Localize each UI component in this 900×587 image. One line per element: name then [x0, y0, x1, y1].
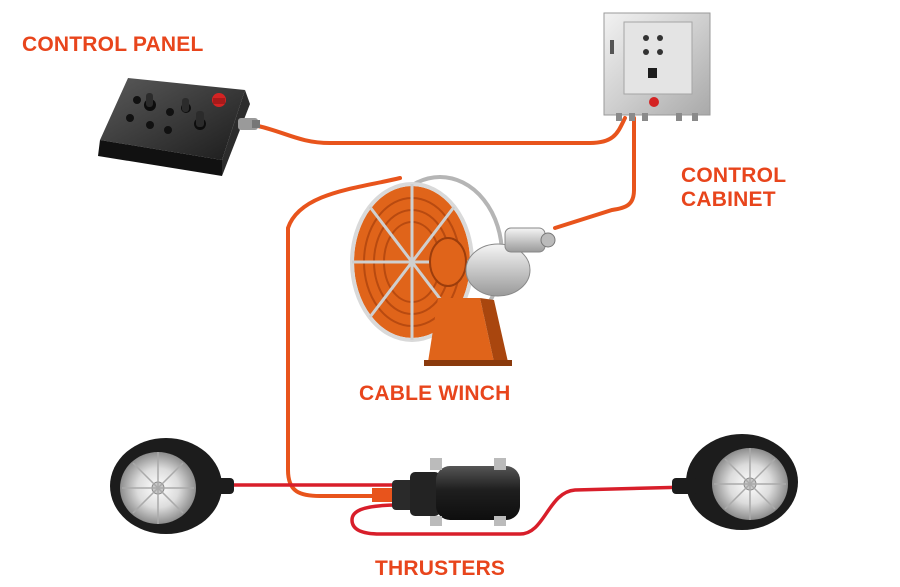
- cable-winch-label: CABLE WINCH: [359, 382, 511, 405]
- thruster-icon: [110, 438, 234, 534]
- control-panel-label: CONTROL PANEL: [22, 33, 204, 56]
- cable-panel-to-cabinet: [256, 116, 627, 145]
- electrical-cabinet-icon: [603, 12, 711, 121]
- thrusters-label: THRUSTERS: [375, 557, 506, 580]
- control-cabinet-label: CONTROL CABINET: [681, 164, 786, 211]
- control-cabinet-label-line2: CABINET: [681, 187, 776, 211]
- cable-right-thruster: [350, 485, 692, 536]
- thruster-icon: [672, 434, 798, 530]
- motor-unit-icon: [372, 458, 520, 526]
- cable-reel-icon: [350, 175, 556, 366]
- joystick-console-icon: [98, 78, 260, 176]
- cables: [230, 116, 692, 536]
- cable-cabinet-to-winch: [553, 116, 636, 230]
- cable-winch-to-motor: [286, 176, 402, 498]
- control-cabinet-label-line1: CONTROL: [681, 164, 787, 187]
